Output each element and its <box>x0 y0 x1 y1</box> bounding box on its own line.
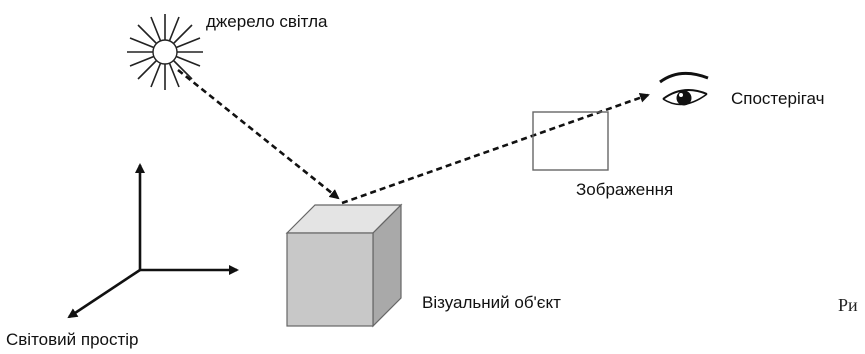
image-label: Зображення <box>576 180 674 199</box>
cropped-caption: Ри <box>838 295 858 315</box>
light-source-label: джерело світла <box>206 12 328 31</box>
incident-ray <box>177 68 340 200</box>
eye-icon <box>659 71 709 106</box>
observer-label: Спостерігач <box>731 89 825 108</box>
square-frame-icon <box>532 111 609 171</box>
cube-icon <box>285 203 403 328</box>
axes-icon <box>67 163 239 319</box>
reflected-ray <box>341 92 650 205</box>
world-space-label: Світовий простір <box>6 330 139 349</box>
sun-icon <box>127 14 203 90</box>
visual-object-label: Візуальний об'єкт <box>422 293 561 312</box>
